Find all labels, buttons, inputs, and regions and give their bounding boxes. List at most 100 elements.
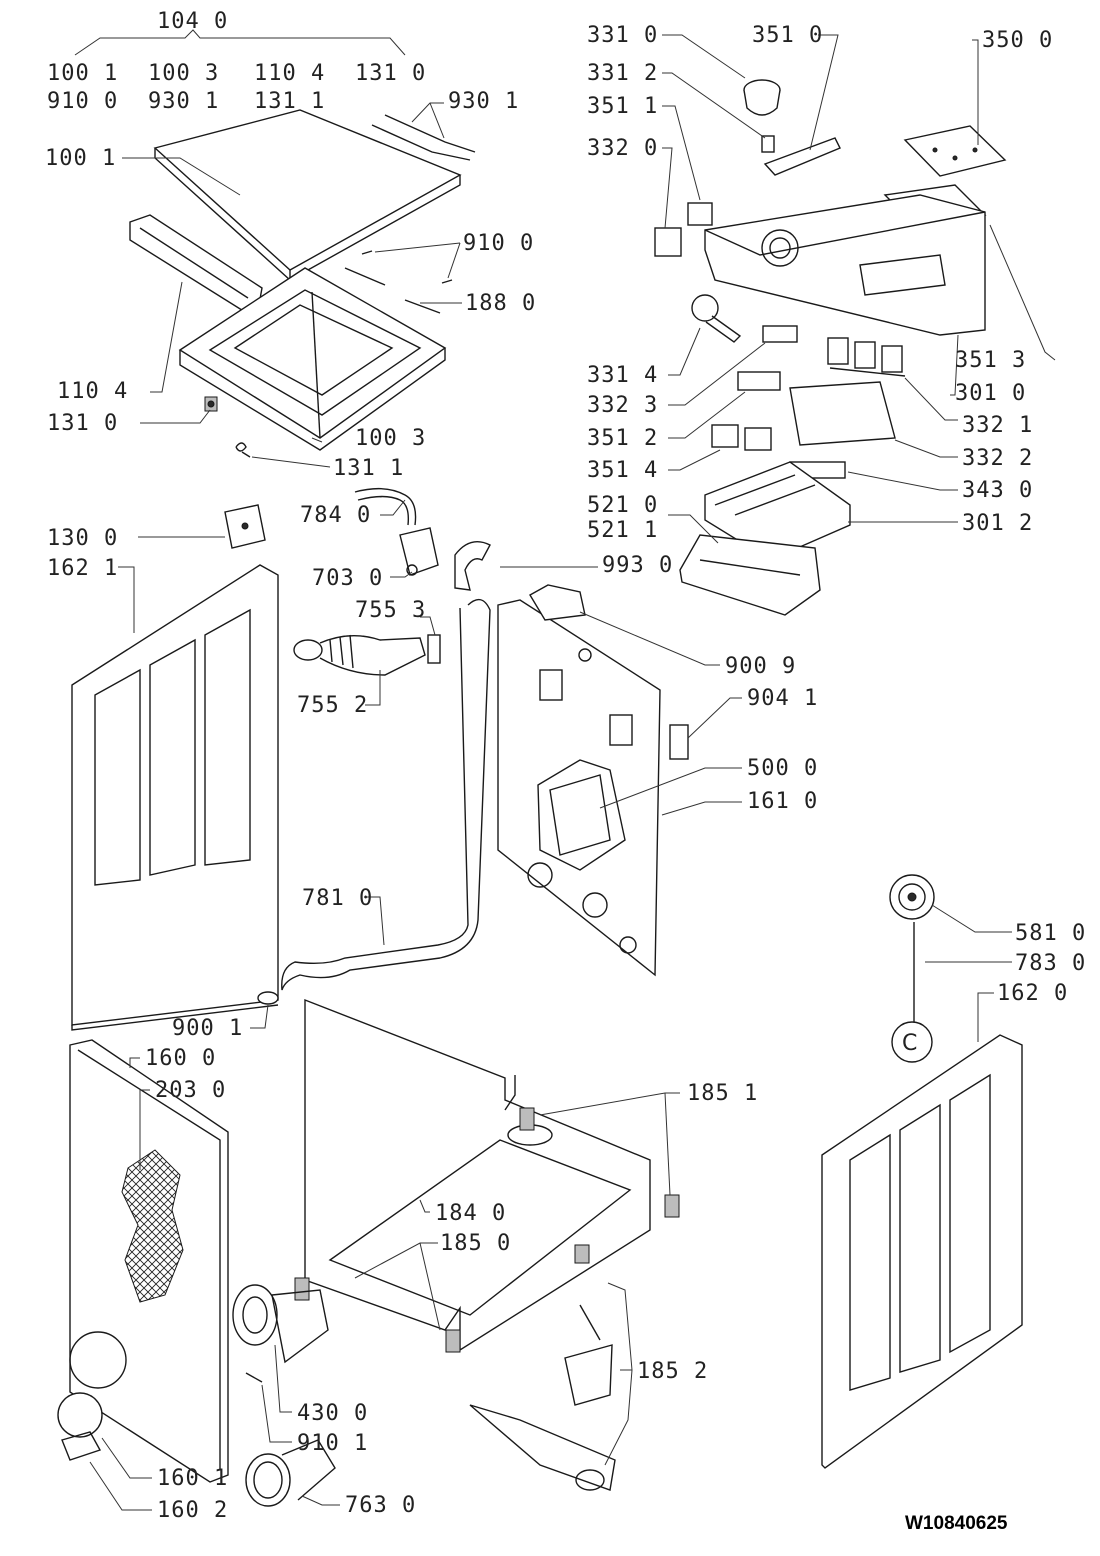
switch-351-1-part — [687, 202, 713, 226]
front-handle-part — [129, 214, 263, 313]
bracket-351-2-part — [737, 371, 781, 391]
label-781-0: 781 0 — [302, 886, 373, 911]
mount-185-2-part — [469, 1244, 616, 1491]
label-910-1: 910 1 — [297, 1431, 368, 1456]
hose-784-part — [354, 487, 417, 526]
label-351-0: 351 0 — [752, 23, 823, 48]
knob-331-part — [743, 79, 781, 116]
button-332-3-part — [762, 325, 798, 343]
label-160-2: 160 2 — [157, 1498, 228, 1523]
label-203-0: 203 0 — [155, 1078, 226, 1103]
leader-lines-middle — [118, 499, 1012, 1042]
label-301-2: 301 2 — [962, 511, 1033, 536]
part-labels: 104 0 100 1 100 3 110 4 131 0 910 0 930 … — [45, 9, 1086, 1523]
drain-hose-781-part — [281, 598, 491, 991]
label-703-0: 703 0 — [312, 566, 383, 591]
top-frame-part — [178, 267, 447, 451]
label-930-1-b: 930 1 — [448, 89, 519, 114]
label-331-4: 331 4 — [587, 363, 658, 388]
label-351-2: 351 2 — [587, 426, 658, 451]
rod-930-part — [371, 114, 476, 161]
label-755-3: 755 3 — [355, 598, 426, 623]
svg-text:C: C — [902, 1031, 917, 1056]
label-521-1: 521 1 — [587, 518, 658, 543]
pump-430-part — [232, 1284, 329, 1364]
label-331-0: 331 0 — [587, 23, 658, 48]
feet-185-part — [294, 1107, 680, 1353]
filter-763-part — [245, 1439, 336, 1507]
label-130-0: 130 0 — [47, 526, 118, 551]
label-521-0: 521 0 — [587, 493, 658, 518]
label-351-1: 351 1 — [587, 94, 658, 119]
label-100-1-b: 100 1 — [45, 146, 116, 171]
switches-351-4-part — [711, 424, 772, 451]
screw-910-1-part — [245, 1372, 263, 1383]
elbow-993-part — [454, 541, 491, 591]
label-904-1: 904 1 — [747, 686, 818, 711]
control-panel-part — [704, 194, 986, 336]
document-id: W10840625 — [905, 1513, 1008, 1534]
group-bracket-104 — [74, 29, 406, 56]
label-162-0: 162 0 — [997, 981, 1068, 1006]
shaft-331-part — [761, 135, 775, 153]
leader-lines-bottom — [89, 1057, 680, 1511]
connector-900-9-part — [529, 584, 586, 621]
label-581-0: 581 0 — [1015, 921, 1086, 946]
label-160-1: 160 1 — [157, 1466, 228, 1491]
label-301-0: 301 0 — [955, 381, 1026, 406]
switch-130-0-part — [224, 504, 266, 549]
label-993-0: 993 0 — [602, 553, 673, 578]
bellows-755-2-part — [293, 634, 426, 676]
label-184-0: 184 0 — [435, 1201, 506, 1226]
switch-332-0-part — [654, 227, 682, 257]
selector-disc-331-4-part — [691, 294, 742, 343]
label-131-0-a: 131 0 — [355, 61, 426, 86]
label-500-0: 500 0 — [747, 756, 818, 781]
label-430-0: 430 0 — [297, 1401, 368, 1426]
label-351-3: 351 3 — [955, 348, 1026, 373]
door-160-1-part — [57, 1392, 103, 1461]
label-343-0: 343 0 — [962, 478, 1033, 503]
label-930-1-a: 930 1 — [148, 89, 219, 114]
side-panel-162-0-part — [821, 1034, 1023, 1469]
lock-131-part — [204, 396, 218, 412]
pcb-350-part — [903, 125, 1007, 177]
motor-500-part — [537, 759, 626, 871]
label-351-4: 351 4 — [587, 458, 658, 483]
label-332-0: 332 0 — [587, 136, 658, 161]
label-185-2: 185 2 — [637, 1359, 708, 1384]
label-131-1-a: 131 1 — [254, 89, 325, 114]
label-910-0-b: 910 0 — [463, 231, 534, 256]
label-100-3-b: 100 3 — [355, 426, 426, 451]
label-162-1: 162 1 — [47, 556, 118, 581]
label-331-2: 331 2 — [587, 61, 658, 86]
label-188-0: 188 0 — [465, 291, 536, 316]
label-161-0: 161 0 — [747, 789, 818, 814]
spring-131-part — [235, 442, 251, 458]
buttons-332-1-part — [827, 337, 906, 377]
label-763-0: 763 0 — [345, 1493, 416, 1518]
label-900-1: 900 1 — [172, 1016, 243, 1041]
label-900-9: 900 9 — [725, 654, 796, 679]
label-185-1: 185 1 — [687, 1081, 758, 1106]
label-100-1-a: 100 1 — [47, 61, 118, 86]
label-110-4-b: 110 4 — [57, 379, 128, 404]
leader-lines-top-left — [122, 102, 462, 468]
clamp-755-3-part — [427, 634, 441, 664]
screw-910-part — [361, 250, 453, 284]
label-783-0: 783 0 — [1015, 951, 1086, 976]
side-panel-162-1-part — [71, 564, 279, 1031]
label-332-3: 332 3 — [587, 393, 658, 418]
bracket-351-part — [763, 137, 841, 176]
label-104-0: 104 0 — [157, 9, 228, 34]
leader-lines-top-right — [662, 34, 1056, 544]
board-301-2-part — [704, 461, 851, 561]
pin-188-part — [344, 267, 441, 314]
base-frame-184-part — [304, 998, 651, 1352]
label-160-0: 160 0 — [145, 1046, 216, 1071]
ref-c-symbol: C — [891, 1021, 933, 1063]
pulley-581-part — [889, 874, 935, 920]
label-110-4-a: 110 4 — [254, 61, 325, 86]
tray-521-part — [679, 534, 821, 616]
